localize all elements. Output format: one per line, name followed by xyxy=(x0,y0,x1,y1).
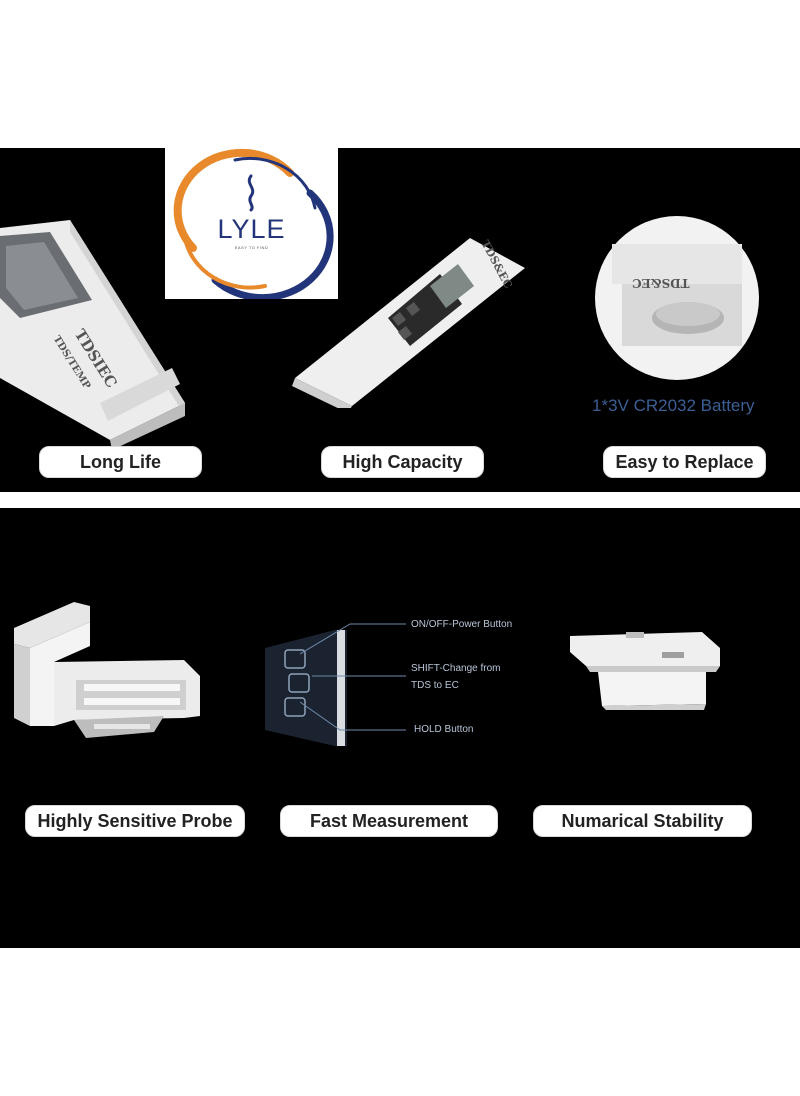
tds-tester-pen-image xyxy=(292,238,525,408)
callout-hold-button: HOLD Button xyxy=(414,724,474,735)
callout-shift-line2: TDS to EC xyxy=(411,680,459,691)
probe-image xyxy=(14,602,200,738)
fast-measurement-label: Fast Measurement xyxy=(280,805,498,837)
button-panel-image xyxy=(265,630,347,746)
callout-shift-line1: SHIFT-Change from xyxy=(411,663,501,674)
callout-power-button: ON/OFF-Power Button xyxy=(411,619,513,630)
bottom-feature-panel: ON/OFF-Power Button SHIFT-Change from TD… xyxy=(0,508,800,948)
stability-device-image xyxy=(570,632,720,710)
device-label-tds-ec-battery: TDS&EC xyxy=(632,276,690,290)
highly-sensitive-probe-label: Highly Sensitive Probe xyxy=(25,805,245,837)
brand-logo: LYLE EASY TO FIND xyxy=(165,148,338,299)
brand-name: LYLE xyxy=(217,214,286,244)
battery-compartment-image xyxy=(595,216,759,380)
brand-tagline: EASY TO FIND xyxy=(234,245,269,250)
high-capacity-label: High Capacity xyxy=(321,446,484,478)
tds-tester-closeup-image xyxy=(0,220,185,448)
battery-spec-text: 1*3V CR2032 Battery xyxy=(592,396,755,415)
long-life-label: Long Life xyxy=(39,446,202,478)
top-feature-panel: TDSIEC TDS/TEMP TDS&EC TDS&EC 1*3V CR203… xyxy=(0,148,800,492)
callout-lines xyxy=(300,623,406,731)
numarical-stability-label: Numarical Stability xyxy=(533,805,752,837)
logo-swirl-icon xyxy=(173,148,334,299)
easy-to-replace-label: Easy to Replace xyxy=(603,446,766,478)
